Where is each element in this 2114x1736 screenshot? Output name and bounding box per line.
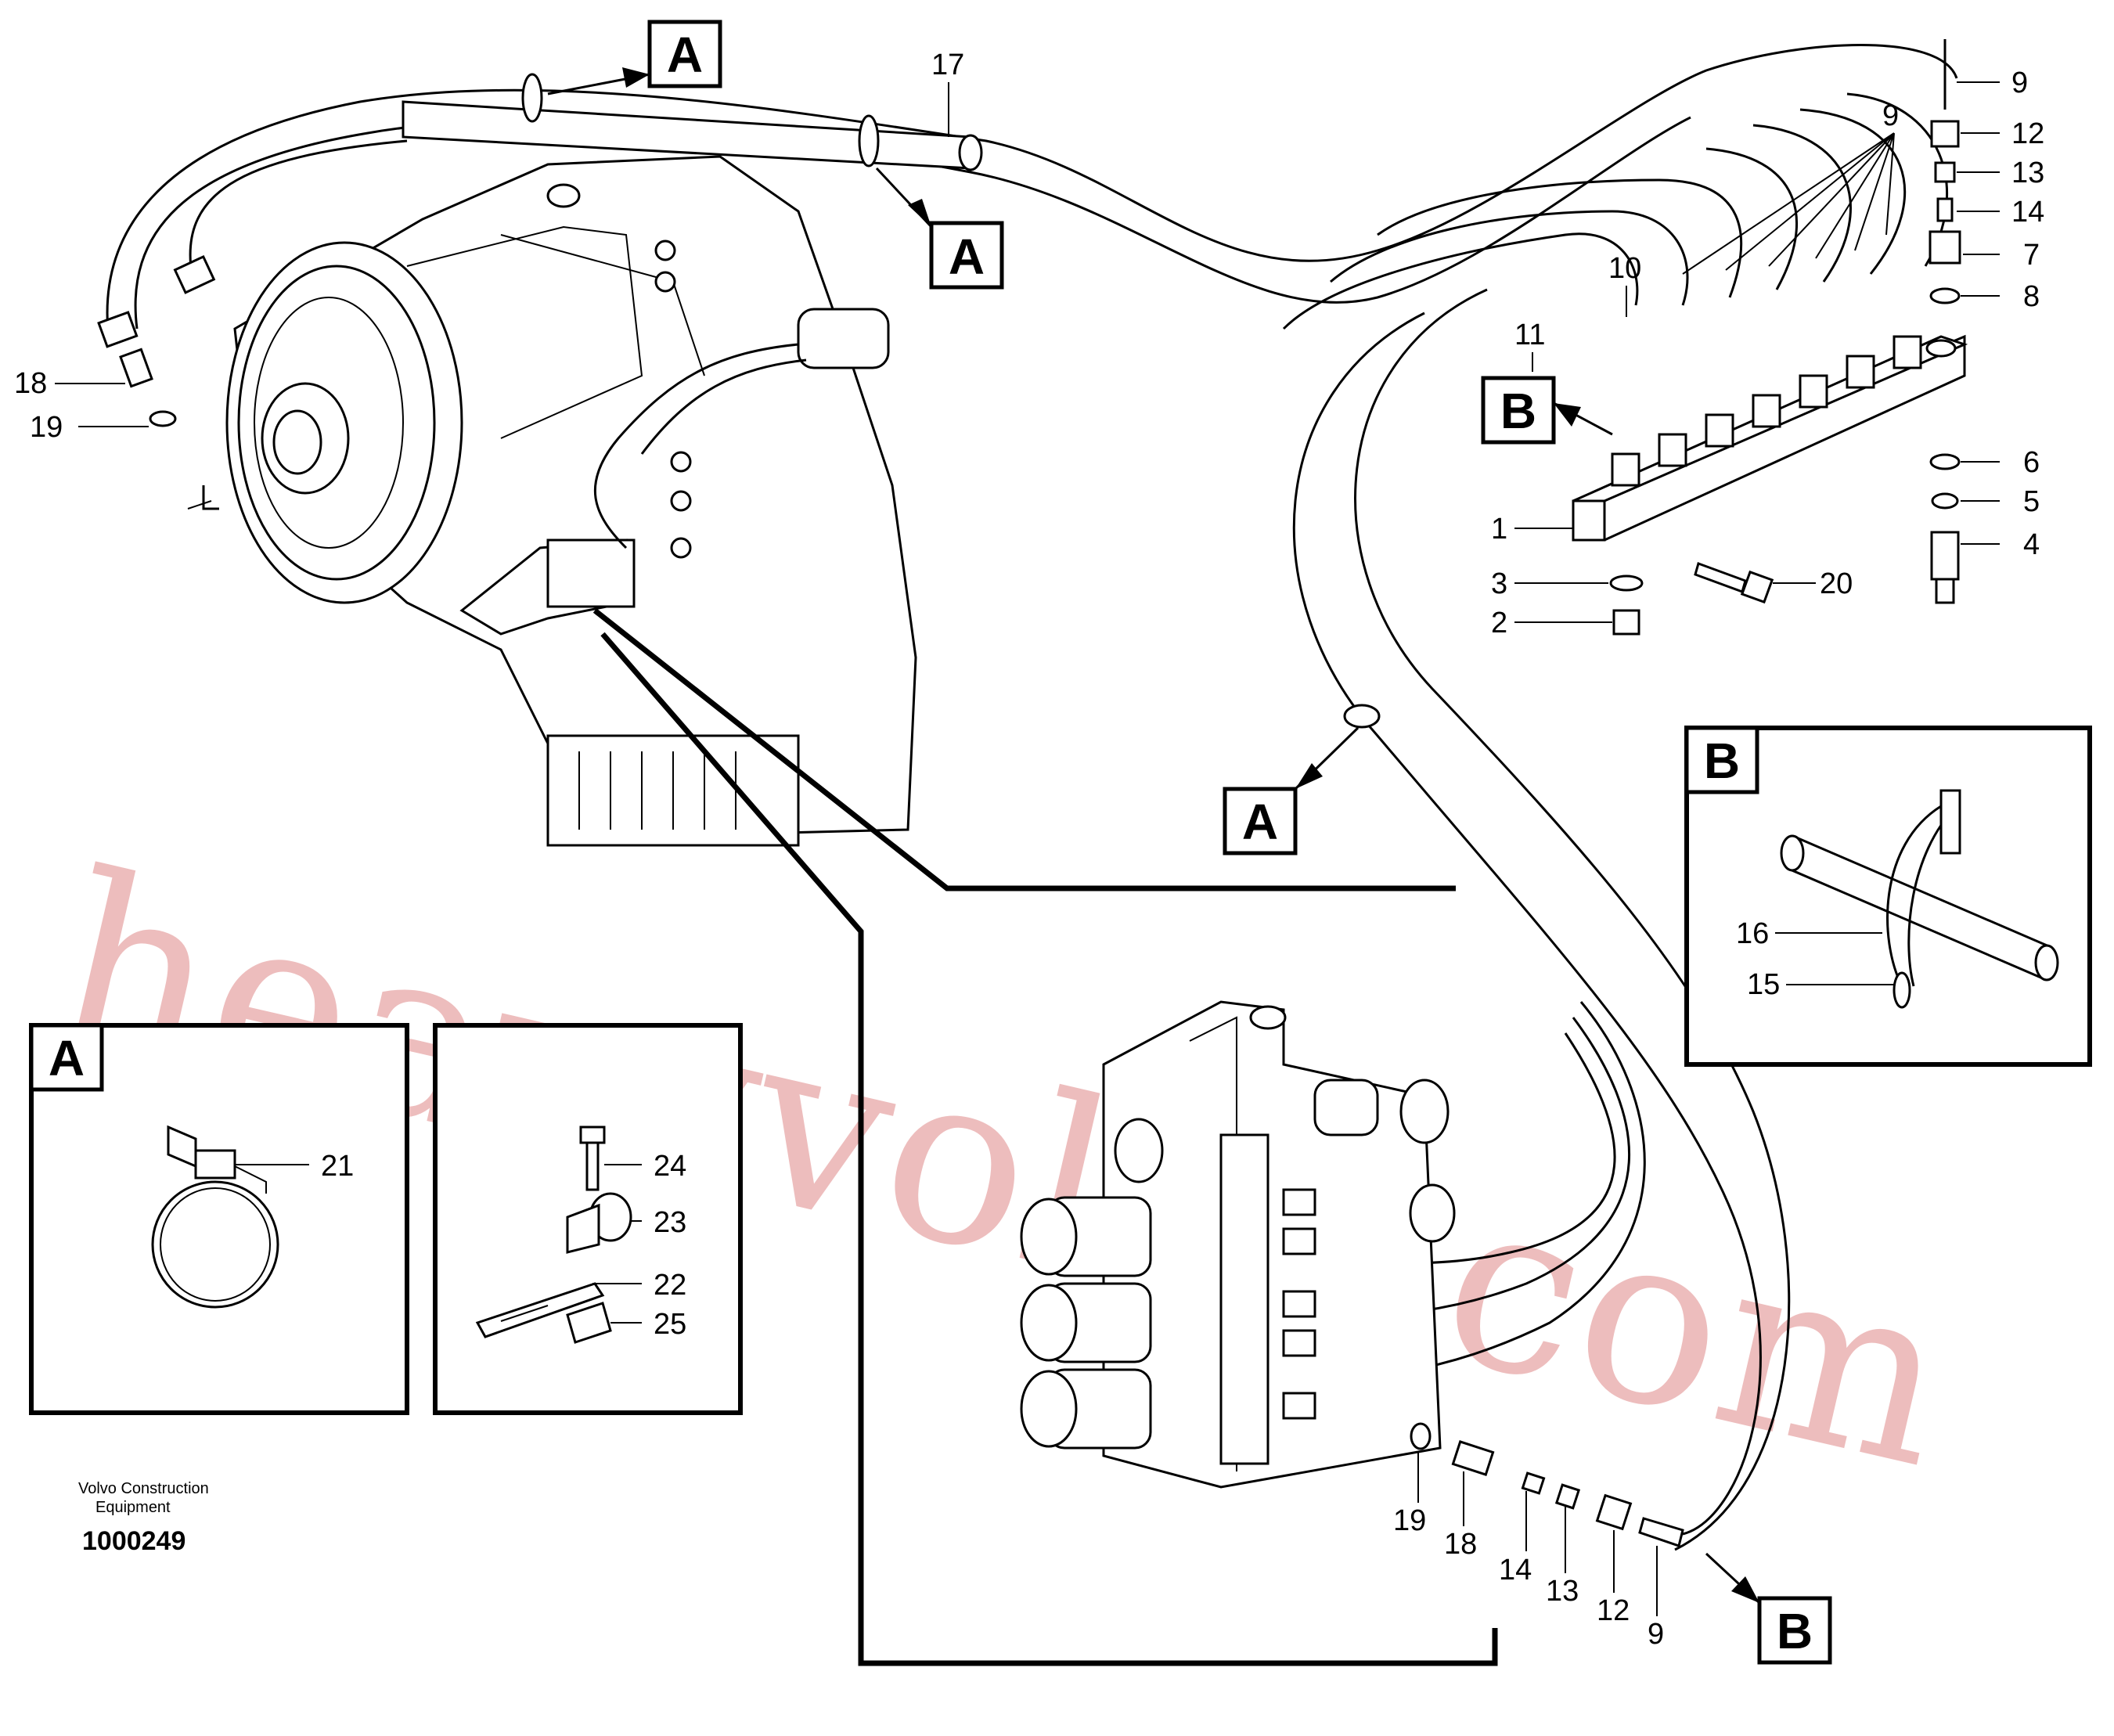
part-callouts: 9 12 13 14 7 8 6 5 4 9 10 11 1 3 2 20 17	[14, 49, 2044, 1651]
callout-2: 2	[1491, 607, 1507, 639]
view-reference-a-top: A	[547, 20, 722, 95]
callout-22: 22	[654, 1269, 686, 1302]
callout-5: 5	[2023, 485, 2040, 518]
callout-12-top: 12	[2011, 117, 2044, 150]
solenoids	[1020, 1196, 1152, 1450]
footer-company-line2: Equipment	[95, 1499, 171, 1516]
callout-19-bottom: 19	[1393, 1504, 1426, 1537]
callout-18-bottom: 18	[1444, 1528, 1477, 1561]
callout-12-bottom: 12	[1597, 1594, 1630, 1627]
svg-text:A: A	[667, 27, 703, 83]
callout-13-bottom: 13	[1546, 1575, 1579, 1608]
svg-text:B: B	[1704, 733, 1740, 789]
callout-19-left: 19	[30, 411, 63, 444]
callout-7: 7	[2023, 239, 2040, 272]
callout-16: 16	[1736, 917, 1769, 950]
left-fittings	[97, 254, 219, 510]
bracket-assembly	[475, 1126, 632, 1344]
callout-18-left: 18	[14, 367, 47, 400]
manifold-block	[1572, 39, 1968, 636]
callout-15: 15	[1747, 968, 1780, 1001]
view-reference-a-mid: A	[875, 167, 1004, 290]
footer-company: Volvo Construction	[78, 1480, 209, 1497]
detail-view-bracket	[433, 1023, 743, 1415]
callout-9-top: 9	[2011, 67, 2028, 99]
transmission-assembly	[187, 155, 917, 847]
footer-block: Volvo Construction Equipment 1000249	[78, 1480, 209, 1556]
callout-6: 6	[2023, 446, 2040, 479]
control-valve-block	[1020, 1000, 1684, 1547]
svg-text:B: B	[1500, 383, 1536, 439]
view-reference-a-lower: A	[1223, 726, 1360, 855]
svg-text:B: B	[1777, 1603, 1813, 1659]
callout-1: 1	[1491, 513, 1507, 546]
callout-3: 3	[1491, 567, 1507, 600]
valve-ports	[1282, 1188, 1316, 1420]
callout-20: 20	[1820, 567, 1853, 600]
svg-text:A: A	[949, 229, 985, 285]
svg-text:A: A	[1242, 794, 1278, 850]
callout-21: 21	[321, 1150, 354, 1183]
detail-view-a: A	[29, 1023, 409, 1415]
callout-11: 11	[1514, 319, 1545, 351]
footer-doc-number: 1000249	[82, 1526, 185, 1556]
callout-13-top: 13	[2011, 157, 2044, 189]
hose-clamp-21	[151, 1125, 279, 1309]
view-reference-b-manifold: B	[1481, 376, 1613, 445]
callout-9-fan: 9	[1882, 99, 1899, 132]
svg-text:A: A	[49, 1030, 85, 1086]
callout-9-bottom: 9	[1648, 1618, 1664, 1651]
manifold-ports	[1611, 335, 1922, 487]
detail-leader-lines	[592, 608, 1498, 1666]
callout-10: 10	[1608, 252, 1641, 285]
tube-with-tie	[1780, 789, 2059, 1009]
hose-lines	[106, 44, 1958, 1551]
callout-25: 25	[654, 1308, 686, 1341]
detail-view-b: B	[1684, 726, 2092, 1067]
callout-14-bottom: 14	[1499, 1554, 1532, 1587]
callout-4: 4	[2023, 528, 2040, 561]
callout-23: 23	[654, 1206, 686, 1239]
callout-14-top: 14	[2011, 196, 2044, 229]
view-reference-b-bottom: B	[1705, 1552, 1832, 1665]
callout-8: 8	[2023, 280, 2040, 313]
callout-24: 24	[654, 1150, 686, 1183]
callout-17: 17	[931, 49, 964, 81]
